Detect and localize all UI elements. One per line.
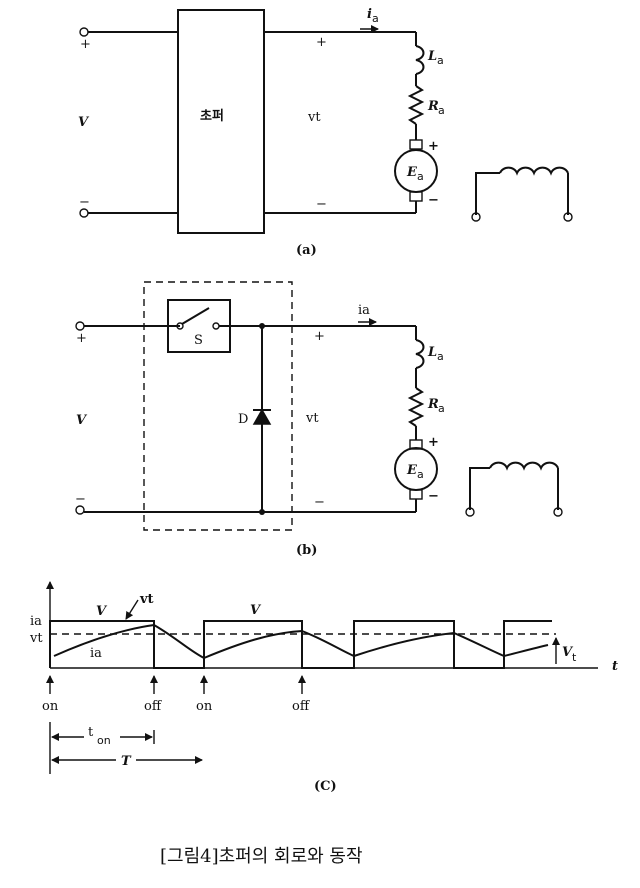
resistor-b xyxy=(407,387,425,427)
source-label-a: V xyxy=(78,115,90,130)
resistor-label-b: R xyxy=(427,397,439,412)
out-label-b: vt xyxy=(305,411,319,426)
inductor-a xyxy=(415,45,425,75)
out-minus-b: − xyxy=(314,495,325,510)
ton-sub: on xyxy=(97,734,111,747)
out-label-a: vt xyxy=(307,110,321,125)
inductor-sub-b: a xyxy=(437,350,444,363)
resistor-label-a: R xyxy=(427,99,439,114)
y-label-vt: vt xyxy=(29,631,43,646)
source-plus-a: + xyxy=(80,37,91,52)
motor-sub-b: a xyxy=(417,468,424,481)
resistor-a xyxy=(407,85,425,125)
circuit-a: + − V 초퍼 + − vt i a L a R a E a + − (a) xyxy=(78,7,573,258)
source-label-b: V xyxy=(76,413,88,428)
on-label-2: on xyxy=(196,699,213,714)
source-minus-a: − xyxy=(79,195,90,210)
motor-label-b: E xyxy=(406,463,418,478)
switch-blade xyxy=(181,307,210,325)
terminal-b-bottom xyxy=(75,505,85,515)
switch-contact-left xyxy=(176,322,184,330)
terminal-a-bottom xyxy=(79,208,89,218)
chopper-label: 초퍼 xyxy=(200,109,224,124)
caption-b: (b) xyxy=(296,543,317,558)
motor-minus-b: − xyxy=(428,489,439,504)
motor-plus-b: + xyxy=(428,435,439,450)
switch-contact-right xyxy=(212,322,220,330)
vt-right-label: V xyxy=(562,645,574,660)
diode-label: D xyxy=(238,412,248,427)
motor-minus-a: − xyxy=(428,193,439,208)
switch-label: S xyxy=(194,333,203,348)
figure-caption: [그림4]초퍼의 회로와 동작 xyxy=(160,846,363,867)
motor-label-a: E xyxy=(406,165,418,180)
chopper-box xyxy=(177,9,265,234)
chopper-dashed-box xyxy=(143,281,293,531)
brush-a-top xyxy=(409,139,423,150)
vt-pointer-label: vt xyxy=(139,592,154,607)
circuit-b: + − V S D + − vt ia L a R a E a + − (b) xyxy=(75,281,563,558)
vt-pointer-arrow xyxy=(125,599,139,620)
motor-sub-a: a xyxy=(417,170,424,183)
terminal-a-top xyxy=(79,27,89,37)
field-winding-b xyxy=(465,461,563,517)
inductor-label-a: L xyxy=(427,49,437,64)
out-plus-b: + xyxy=(314,329,325,344)
resistor-sub-a: a xyxy=(438,104,445,117)
vt-waveform xyxy=(49,620,552,669)
motor-plus-a: + xyxy=(428,139,439,154)
off-label-1: off xyxy=(144,699,163,714)
diode xyxy=(252,408,272,425)
caption-a: (a) xyxy=(296,243,317,258)
brush-b-bottom xyxy=(409,489,423,500)
source-minus-b: − xyxy=(75,492,86,507)
field-winding-a xyxy=(471,166,573,222)
caption-c: (C) xyxy=(314,779,337,794)
t-axis-label: t xyxy=(612,659,618,674)
v-label-2: V xyxy=(250,603,262,618)
inductor-label-b: L xyxy=(427,345,437,360)
resistor-sub-b: a xyxy=(438,402,445,415)
source-plus-b: + xyxy=(76,331,87,346)
ton-label: t xyxy=(88,725,94,740)
current-sub-a: a xyxy=(372,12,379,25)
current-label-b: ia xyxy=(358,303,370,318)
current-label-a: i xyxy=(367,7,372,22)
brush-a-bottom xyxy=(409,191,423,202)
out-plus-a: + xyxy=(316,35,327,50)
off-label-2: off xyxy=(292,699,311,714)
ia-curve-label: ia xyxy=(90,646,102,661)
v-label-1: V xyxy=(96,604,108,619)
waveform-c: ia vt V vt ia V t V t on off on off t on… xyxy=(29,581,618,794)
y-label-ia: ia xyxy=(30,614,42,629)
ia-waveform xyxy=(53,623,549,660)
vt-right-sub: t xyxy=(572,651,577,664)
terminal-b-top xyxy=(75,321,85,331)
inductor-b xyxy=(415,339,425,369)
inductor-sub-a: a xyxy=(437,54,444,67)
out-minus-a: − xyxy=(316,197,327,212)
on-label-1: on xyxy=(42,699,59,714)
period-label: T xyxy=(121,754,132,769)
